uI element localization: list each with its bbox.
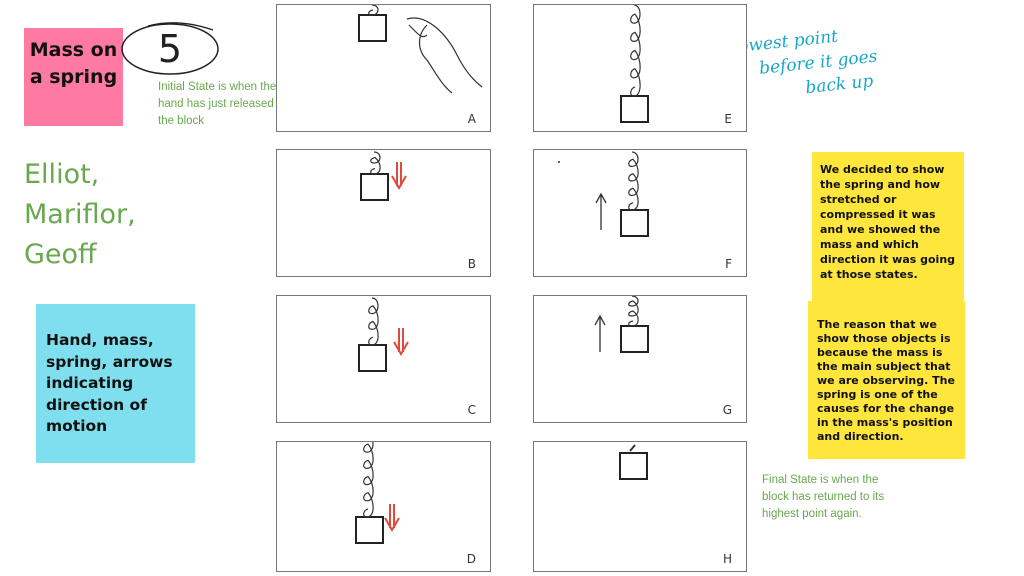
spring-mass-drawing — [360, 151, 407, 201]
storyboard-panel-b[interactable]: B — [276, 149, 491, 277]
storyboard-panel-d[interactable]: D — [276, 441, 491, 572]
spring-mass-drawing — [358, 297, 409, 372]
panel-label: B — [467, 257, 476, 271]
title-sticky-note[interactable]: Mass on a spring — [24, 28, 123, 126]
panel-label: F — [725, 257, 732, 271]
lowest-point-annotation: lowest point before it goes back up — [732, 21, 881, 108]
spring-mass-drawing — [620, 5, 649, 123]
panel-label: E — [724, 112, 732, 126]
storyboard-panel-e[interactable]: E — [533, 4, 747, 132]
name: Elliot, — [24, 159, 100, 190]
spring-mass-drawing — [594, 296, 649, 353]
storyboard-panel-g[interactable]: G — [533, 295, 747, 423]
storyboard-panel-f[interactable]: F — [533, 149, 747, 277]
spring-mass-drawing — [558, 151, 649, 237]
final-state-text: Final State is when the block has return… — [762, 474, 885, 520]
panel-label: C — [467, 403, 476, 417]
spring-mass-drawing — [355, 442, 400, 544]
panel-label: A — [467, 112, 476, 126]
storyboard-panel-c[interactable]: C — [276, 295, 491, 423]
group-number: 5 — [158, 27, 182, 71]
reason-sticky-note[interactable]: The reason that we show those objects is… — [808, 301, 965, 459]
panel-label: D — [466, 552, 476, 566]
storyboard-panel-a[interactable]: A — [276, 4, 491, 132]
decision-sticky-note[interactable]: We decided to show the spring and how st… — [812, 152, 964, 302]
initial-state-text: Initial State is when the hand has just … — [158, 81, 277, 127]
panel-label: H — [722, 552, 732, 566]
panel-label: G — [722, 403, 732, 417]
spring-mass-drawing — [358, 5, 483, 94]
name: Geoff — [24, 239, 97, 270]
objects-sticky-note[interactable]: Hand, mass, spring, arrows indicating di… — [36, 304, 195, 463]
storyboard-panel-h[interactable]: H — [533, 441, 747, 572]
spring-mass-drawing — [619, 444, 648, 480]
group-number-circle: 5 — [121, 22, 219, 75]
group-names: Elliot, Mariflor, Geoff — [24, 155, 136, 275]
name: Mariflor, — [24, 199, 136, 230]
